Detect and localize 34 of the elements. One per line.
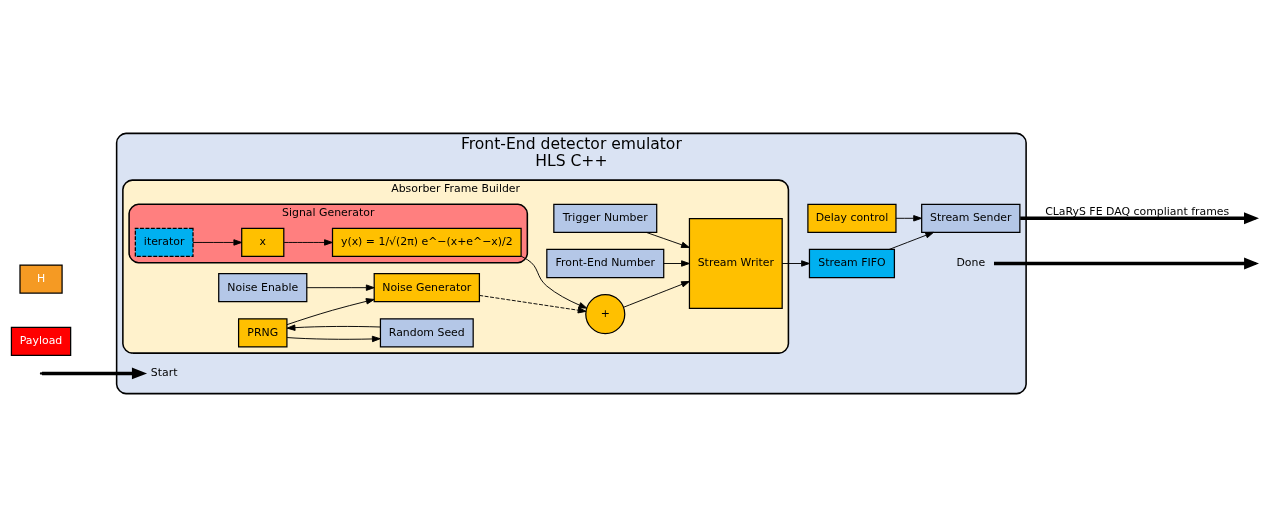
arrow	[623, 280, 690, 308]
node-text: Done	[956, 255, 986, 269]
node-box: Trigger Number	[553, 203, 658, 233]
node-box: Delay control	[807, 203, 897, 233]
node-box: Stream Writer	[688, 217, 783, 309]
arrow	[663, 259, 690, 267]
node-box: Payload	[10, 326, 72, 356]
arrow	[41, 366, 148, 379]
node-box: PRNG	[237, 317, 288, 347]
node-box: x	[241, 227, 285, 257]
node-box: Random Seed	[379, 317, 474, 347]
arrow	[781, 259, 810, 267]
node-circle: +	[585, 293, 626, 334]
arrow	[286, 323, 381, 331]
arrow	[479, 294, 587, 313]
node-text: Start	[150, 365, 178, 379]
arrow	[520, 255, 588, 309]
node-box: Stream FIFO	[808, 248, 896, 278]
node-box: y(x) = 1/√(2π) e^−(x+e^−x)/2	[331, 227, 522, 257]
arrow	[895, 214, 922, 221]
arrow	[283, 238, 333, 246]
node-box: Stream Sender	[921, 203, 1021, 233]
arrow	[192, 238, 243, 246]
node-box: Front-End Number	[546, 248, 665, 278]
node-box: Noise Generator	[373, 272, 481, 302]
node-box: Noise Enable	[218, 272, 308, 302]
node-box: iterator	[134, 227, 194, 257]
arrow	[645, 231, 690, 248]
arrow	[286, 297, 375, 325]
arrow	[286, 335, 381, 342]
arrow	[306, 283, 375, 291]
edge-label: CLaRyS FE DAQ compliant frames	[1045, 204, 1230, 218]
node-box: H	[19, 263, 63, 294]
arrow	[888, 231, 934, 250]
